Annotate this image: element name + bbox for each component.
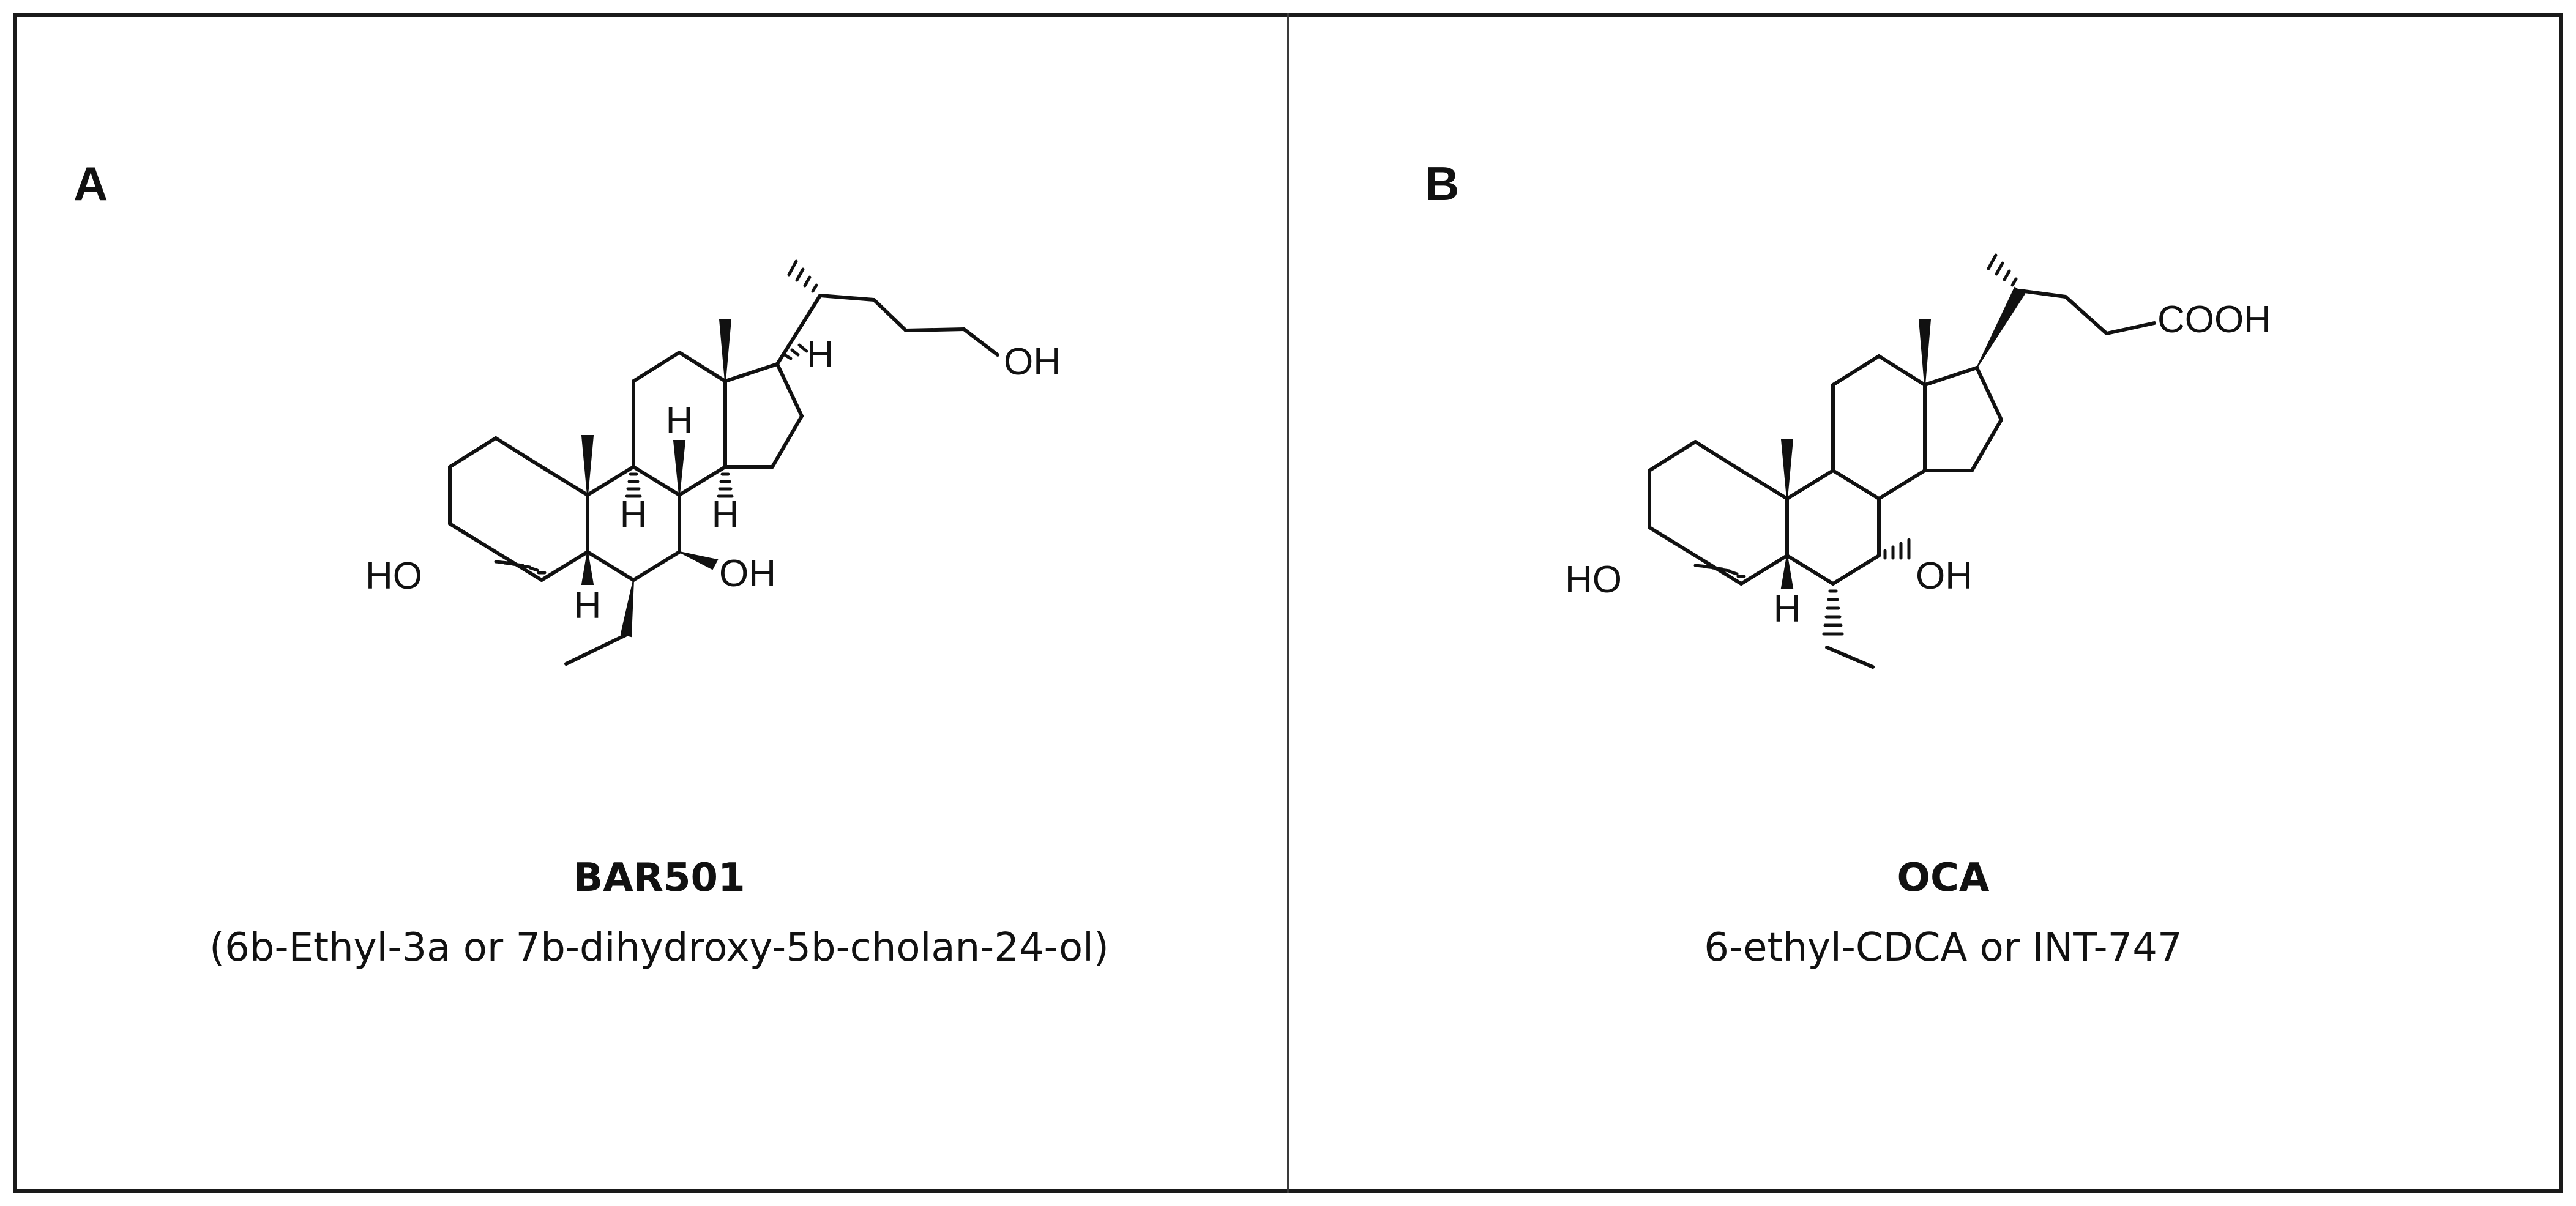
c14-h-hash — [717, 472, 734, 498]
c14-hydrogen-label: H — [712, 494, 739, 536]
c17-side-chain-wedge — [1976, 286, 2026, 368]
ring-c — [632, 351, 727, 497]
c8-h-wedge — [673, 440, 686, 496]
c3-hydroxyl-label: HO — [1565, 559, 1622, 601]
ethyl-group — [1825, 646, 1875, 669]
c7-hydroxyl-label: OH — [719, 553, 776, 595]
c3-oh-hash — [494, 560, 547, 575]
c8-hydrogen-label: H — [666, 400, 693, 442]
panel-b-compound-name: OCA — [1897, 855, 1990, 901]
c7-oh-wedge — [679, 551, 719, 570]
panel-b-compound-description: 6-ethyl-CDCA or INT-747 — [1704, 925, 2182, 970]
c7-hydroxyl-label: OH — [1916, 555, 1973, 597]
ring-d — [723, 362, 804, 469]
side-chain — [2018, 289, 2156, 335]
c21-methyl-hash — [1987, 253, 2018, 287]
ring-d — [1923, 366, 2003, 472]
c6-ethyl-wedge — [620, 579, 634, 638]
ethyl-group — [564, 633, 627, 666]
panel-divider — [1287, 13, 1289, 1193]
ring-b — [1785, 469, 1881, 586]
side-chain — [775, 294, 999, 366]
c17-hydrogen-label: H — [807, 333, 834, 376]
ring-c — [1831, 354, 1927, 501]
carboxylic-acid-label: COOH — [2157, 299, 2271, 341]
panel-a-letter: A — [73, 157, 108, 210]
panel-a-compound-description: (6b-Ethyl-3a or 7b-dihydroxy-5b-cholan-2… — [209, 925, 1109, 970]
c9-h-hash — [625, 472, 642, 498]
ring-b — [586, 465, 681, 582]
panel-a-compound-name: BAR501 — [573, 855, 745, 901]
c10-methyl-wedge — [1780, 439, 1794, 499]
c6-ethyl-hash — [1822, 589, 1844, 636]
c13-methyl-wedge — [1918, 319, 1932, 385]
c5-h-wedge — [1780, 555, 1794, 589]
c21-methyl-hash — [787, 259, 818, 293]
panel-b-letter: B — [1425, 157, 1460, 210]
c13-methyl-wedge — [719, 319, 732, 382]
c3-oh-hash — [1693, 564, 1746, 578]
c17-h-hash — [783, 343, 808, 360]
c24-hydroxyl-label: OH — [1004, 341, 1061, 383]
c10-methyl-wedge — [581, 435, 594, 496]
c3-hydroxyl-label: HO — [365, 555, 422, 597]
c9-hydrogen-label: H — [620, 494, 648, 536]
c5-hydrogen-label: H — [1774, 588, 1801, 630]
c7-oh-hash — [1883, 538, 1911, 560]
ring-a — [1648, 440, 1789, 586]
c5-h-wedge — [581, 551, 594, 585]
c5-hydrogen-label: H — [574, 584, 602, 627]
